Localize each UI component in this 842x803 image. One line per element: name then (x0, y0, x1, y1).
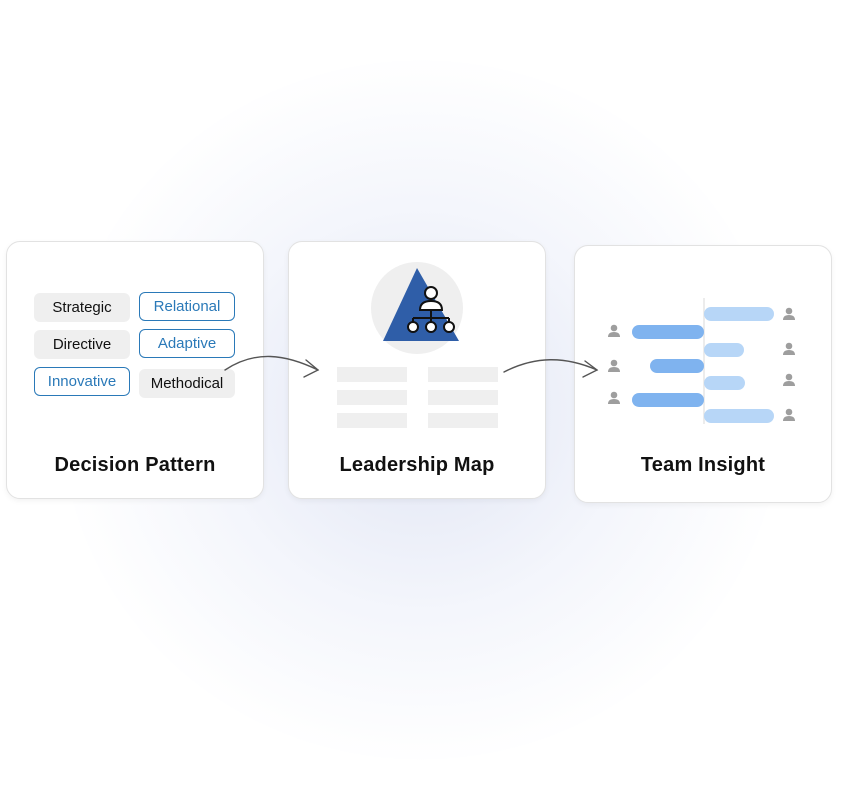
placeholder-row (428, 413, 498, 428)
bar-right (704, 409, 774, 423)
person-icon (783, 373, 795, 386)
chip-strategic: Strategic (34, 293, 130, 322)
person-icon (608, 359, 620, 372)
bar-right (704, 343, 744, 357)
placeholder-row (337, 367, 407, 382)
card-title-decision-pattern: Decision Pattern (54, 454, 216, 476)
person-icon (608, 391, 620, 404)
person-icon (783, 342, 795, 355)
chip-adaptive: Adaptive (139, 329, 235, 358)
bar-left (632, 393, 704, 407)
org-chart-pyramid-icon (371, 262, 463, 354)
person-icon (783, 307, 795, 320)
bar-right (704, 376, 745, 390)
person-icon (783, 408, 795, 421)
chip-methodical: Methodical (139, 369, 235, 398)
card-title-leadership-map: Leadership Map (339, 454, 495, 476)
placeholder-row (428, 367, 498, 382)
placeholder-row (337, 390, 407, 405)
chip-relational: Relational (139, 292, 235, 321)
decision-pattern-card: Strategic Relational Directive Adaptive … (6, 241, 264, 499)
person-icon (608, 324, 620, 337)
bar-left (632, 325, 704, 339)
placeholder-row (428, 390, 498, 405)
chip-innovative: Innovative (34, 367, 130, 396)
chip-directive: Directive (34, 330, 130, 359)
bar-right (704, 307, 774, 321)
team-insight-card: Team Insight (574, 245, 832, 503)
placeholder-row (337, 413, 407, 428)
bar-left (650, 359, 704, 373)
team-insight-bars (608, 298, 795, 424)
leadership-map-card: Leadership Map (288, 241, 546, 499)
card-title-team-insight: Team Insight (640, 454, 766, 476)
